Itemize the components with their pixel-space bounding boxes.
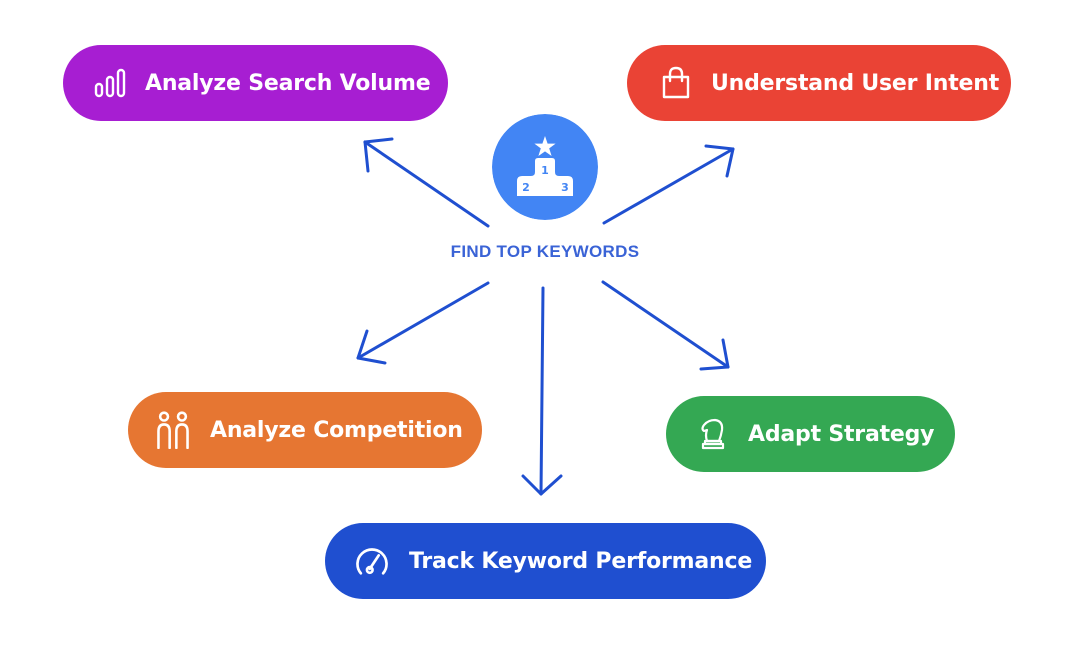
- arrow-to-competition: [356, 281, 490, 365]
- node-label: Track Keyword Performance: [409, 548, 753, 574]
- podium-star-icon: 1 2 3: [492, 114, 598, 220]
- arrow-to-track: [521, 286, 563, 496]
- node-label: Understand User Intent: [711, 70, 1000, 96]
- shopping-bag-icon: [662, 66, 690, 99]
- node-analyze-search-volume: Analyze Search Volume: [63, 45, 448, 121]
- podium-number-1: 1: [541, 164, 549, 177]
- people-icon: [157, 411, 189, 449]
- node-understand-user-intent: Understand User Intent: [627, 45, 1011, 121]
- bar-chart-icon: [94, 68, 126, 98]
- node-analyze-competition: Analyze Competition: [128, 392, 482, 468]
- node-label: Analyze Search Volume: [145, 70, 431, 96]
- node-track-keyword-performance: Track Keyword Performance: [325, 523, 766, 599]
- podium-number-2: 2: [522, 181, 530, 194]
- center-title: FIND TOP KEYWORDS: [450, 242, 640, 261]
- node-label: Analyze Competition: [210, 417, 463, 443]
- node-label: Adapt Strategy: [748, 421, 935, 447]
- node-adapt-strategy: Adapt Strategy: [666, 396, 955, 472]
- chess-knight-icon: [701, 418, 725, 450]
- arrow-to-intent: [602, 144, 735, 225]
- podium-number-3: 3: [561, 181, 569, 194]
- speedometer-icon: [356, 548, 388, 575]
- arrow-to-strategy: [601, 280, 730, 371]
- arrow-to-volume: [363, 137, 490, 228]
